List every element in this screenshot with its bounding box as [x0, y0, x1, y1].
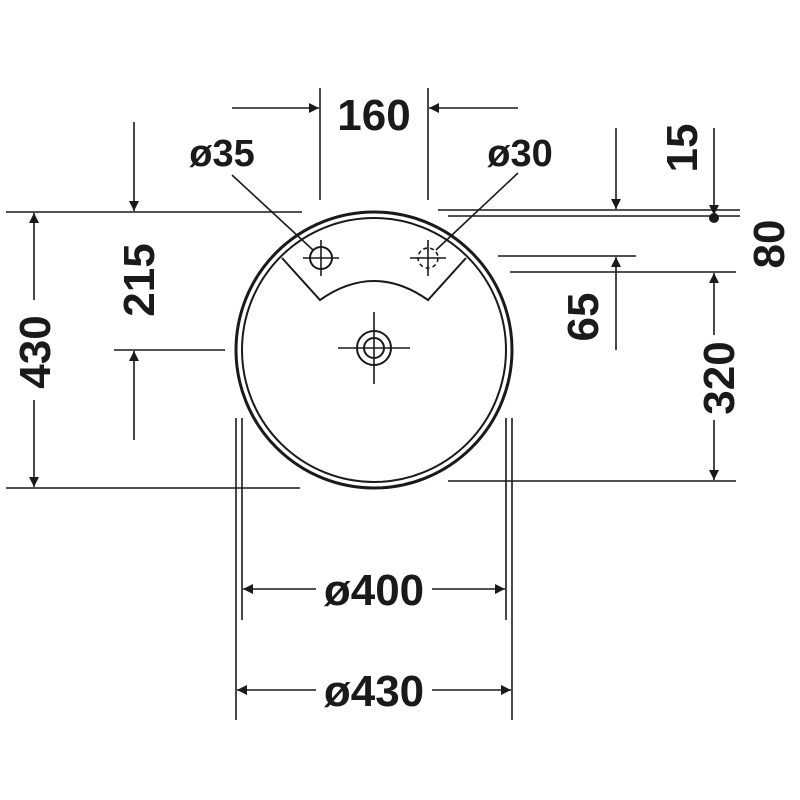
label-tap-spacing: 160: [337, 91, 410, 140]
leader-right: [435, 172, 519, 251]
dim-left: [6, 122, 302, 489]
dim-160: [232, 88, 518, 200]
label-back-to-front: 320: [695, 341, 744, 414]
label-top-offset: 15: [658, 124, 707, 173]
label-center-to-back: 215: [115, 243, 164, 316]
tap-deck: [281, 257, 467, 302]
dim-bottom: [235, 418, 513, 720]
label-outer-diameter: ø430: [324, 667, 424, 716]
label-tap-hole-left: ø35: [189, 133, 254, 175]
drain: [338, 312, 410, 384]
basin-outline: [234, 210, 514, 490]
label-tap-to-center: 65: [559, 293, 608, 342]
label-overall-depth: 430: [11, 315, 60, 388]
tap-hole-right-shape: [410, 240, 446, 276]
basin-outer-rim: [234, 210, 514, 490]
basin-inner-bowl: [241, 217, 507, 483]
label-tap-hole-right: ø30: [487, 133, 552, 175]
dim-right: [438, 128, 740, 482]
label-tap-depth: 80: [745, 220, 794, 269]
tap-hole-left-shape: [303, 240, 339, 276]
label-inner-diameter: ø400: [324, 566, 424, 615]
